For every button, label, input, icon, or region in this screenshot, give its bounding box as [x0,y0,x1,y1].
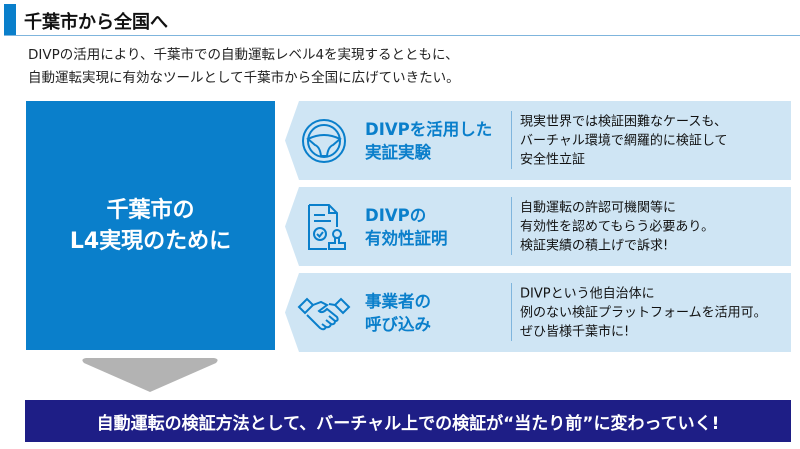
row-desc-line: 現実世界では検証困難なケースも、 [520,114,727,129]
row-divider [511,283,512,341]
row-desc-line: 安全性立証 [520,152,586,167]
goal-line-1: 千葉市の [106,197,195,223]
row-desc-line: 例のない検証プラットフォームを活用可。 [520,305,767,320]
row-title-line: 呼び込み [365,314,431,334]
row-desc-line: 有効性を認めてもらう必要あり。 [520,219,715,234]
steering-wheel-icon [302,119,346,163]
intro-line-2: 自動運転実現に有効なツールとして千葉市から全国に広げていきたい。 [28,70,460,86]
page-title: 千葉市から全国へ [24,12,168,33]
down-arrow-icon [82,358,218,392]
row-desc-line: 検証実績の積上げで訴求! [520,238,669,253]
row-divider [511,111,512,169]
header-accent-bar [4,4,16,36]
row-desc-line: 自動運転の許認可機関等に [520,200,677,215]
row-title-line: DIVPを活用した [365,119,493,139]
conclusion-text: 自動運転の検証方法として、バーチャル上での検証が“当たり前”に変わっていく! [96,413,720,434]
row-desc-line: バーチャル環境で網羅的に検証して [520,133,728,148]
header-divider [4,35,800,36]
row-divider [511,197,512,255]
row-title-line: 実証実験 [365,142,431,162]
row-demonstration: DIVPを活用した実証実験 現実世界では検証困難なケースも、バーチャル環境で網羅… [285,101,791,180]
handshake-icon [297,297,351,331]
goal-line-2: L4実現のために [69,228,232,254]
intro-line-1: DIVPの活用により、千葉市での自動運転レベル4を実現するとともに、 [28,47,459,63]
goal-box: 千葉市の L4実現のために [26,101,275,350]
conclusion-banner: 自動運転の検証方法として、バーチャル上での検証が“当たり前”に変わっていく! [25,400,791,442]
row-title-line: 有効性証明 [365,228,448,248]
certificate-stamp-icon [308,204,346,250]
row-title-line: DIVPの [365,205,427,225]
row-title-line: 事業者の [365,291,431,311]
row-desc-line: ぜひ皆様千葉市に! [520,324,630,339]
row-desc-line: DIVPという他自治体に [520,286,655,301]
row-validity-proof: DIVPの有効性証明 自動運転の許認可機関等に有効性を認めてもらう必要あり。検証… [285,187,791,266]
row-attract-business: 事業者の呼び込み DIVPという他自治体に例のない検証プラットフォームを活用可。… [285,273,791,352]
